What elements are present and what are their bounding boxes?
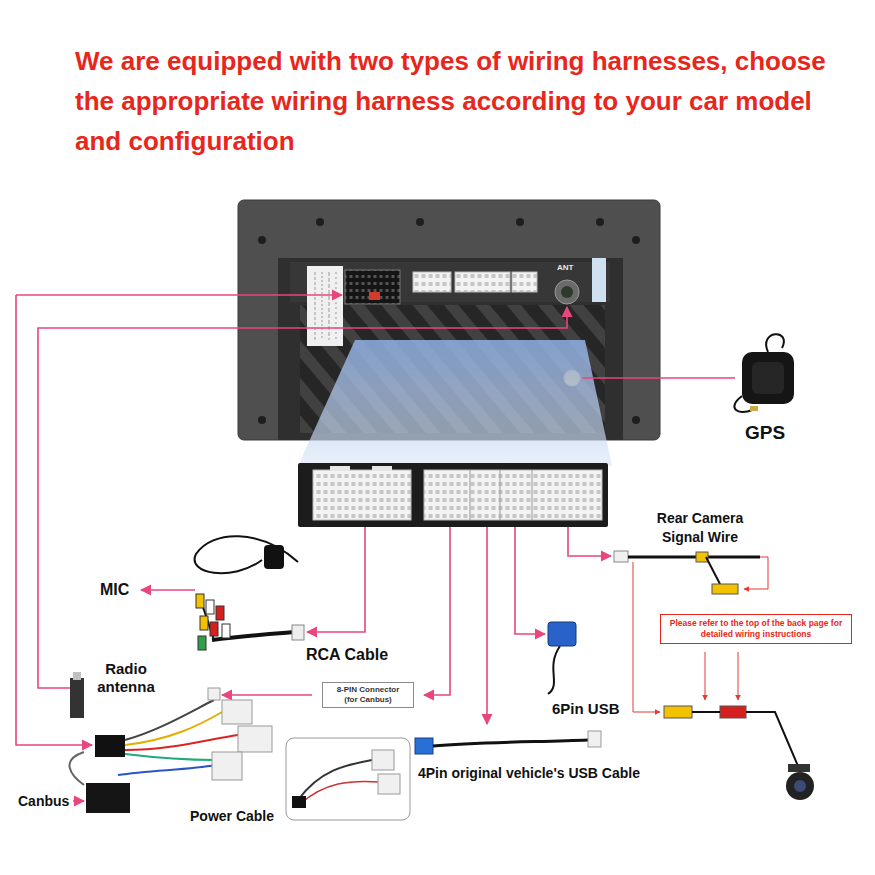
gps-antenna [734,334,794,412]
part-name: Radio antenna [88,660,164,696]
part-name: 4Pin original vehicle's USB Cable [418,765,640,782]
part-name: 6Pin USB [552,700,620,718]
box-text: Please refer to the top of the back page… [666,618,846,640]
port-label: ANT [557,263,573,273]
title-heading: We are equipped with two types of wiring… [75,41,850,161]
zoom-projection [298,340,612,466]
part-name: Rear Camera Signal Wire [640,509,760,547]
part-name: GPS [745,421,785,444]
vehicle-usb-cable [415,731,601,754]
part-name: Canbus [18,793,69,810]
part-name: RCA Cable [306,645,388,664]
leader-lines [16,295,735,801]
note-box: Please refer to the top of the back page… [660,614,852,644]
box-text: 8-PIN Connector (for Canbus) [331,685,405,705]
connector-callout-box: 8-PIN Connector (for Canbus) [322,682,414,708]
usb-6pin [548,622,576,694]
connector-panel [298,463,608,527]
part-name: Power Cable [190,808,274,825]
rca-mic-cable [195,536,304,650]
part-name: MIC [100,580,129,599]
rear-camera-wire [614,551,814,800]
